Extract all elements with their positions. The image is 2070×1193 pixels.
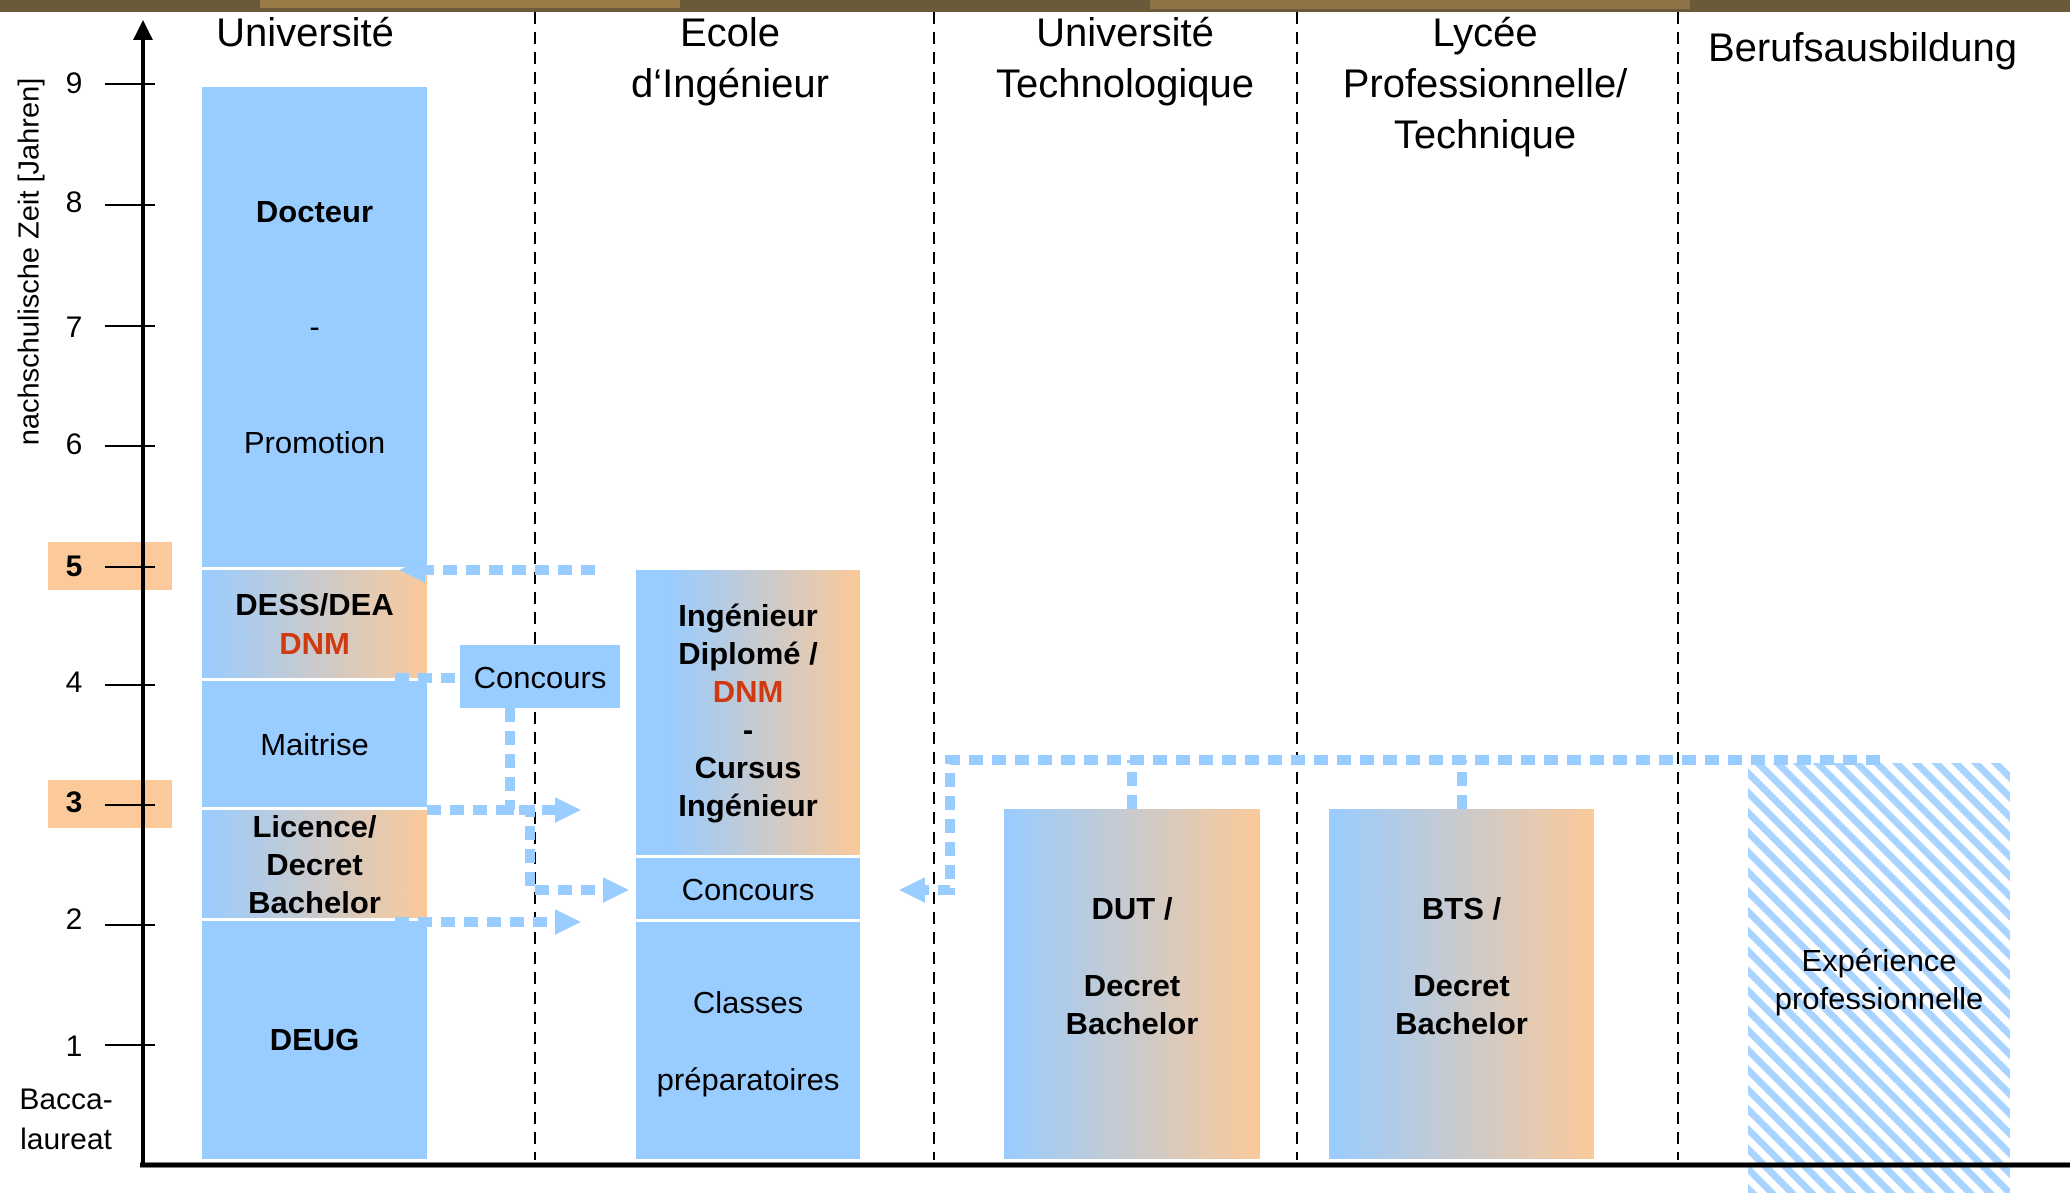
dess-label: DESS/DEA (235, 587, 394, 622)
ingenieur-label: Ingénieur Diplomé / DNM - Cursus Ingénie… (636, 597, 860, 825)
column-header-iut: Université Technologique (960, 8, 1290, 110)
licence-line: Bachelor (248, 885, 381, 920)
classes-box (636, 922, 860, 1159)
ecole-concours-box (636, 858, 860, 919)
column-header-ecole: Ecole d‘Ingénieur (580, 8, 880, 110)
docteur-box (202, 87, 427, 567)
column-header-universite: Université (216, 11, 394, 55)
deug-label: DEUG (269, 1022, 360, 1057)
connector-top-to-ecole-concours (899, 755, 1880, 903)
docteur-dash: - (309, 309, 320, 344)
licence-line: Decret (266, 847, 363, 882)
axes (105, 20, 2070, 1168)
ingenieur-line: Diplomé / (678, 636, 818, 671)
ingenieur-line: Ingénieur (678, 598, 818, 633)
bts-bachelor-label: Bachelor (1395, 1006, 1528, 1041)
column-header-line: Lycée (1432, 11, 1538, 55)
ingenieur-box (636, 570, 860, 855)
ingenieur-dnm-label: DNM (712, 674, 784, 709)
column-header-line: Technologique (996, 62, 1254, 106)
y-tick-label: 8 (65, 186, 83, 219)
y-tick-label-highlighted: 3 (65, 786, 83, 819)
y-tick-label-highlighted: 5 (65, 550, 83, 583)
classes-label: Classes (692, 985, 804, 1020)
bts-decret-label: Decret (1413, 968, 1510, 1003)
top-photo-strip-light (1150, 0, 1690, 9)
dut-bachelor-label: Bachelor (1065, 1006, 1199, 1041)
y-tick-label: 7 (65, 311, 83, 344)
cursus-line: Ingénieur (678, 788, 818, 823)
y-tick-label: 9 (65, 67, 83, 100)
licence-line: Licence/ (252, 809, 377, 844)
concours-box (460, 645, 620, 708)
ecole-concours-label: Concours (681, 872, 815, 907)
y-tick-label: 4 (65, 666, 83, 699)
docteur-label: Docteur (255, 194, 374, 229)
licence-label: Licence/ Decret Bachelor (202, 808, 427, 922)
dess-dnm-label: DNM (279, 626, 350, 661)
baccalaureat-label: Bacca- laureat (6, 1080, 126, 1160)
baccalaureat-line: Bacca- (19, 1083, 113, 1116)
top-photo-strip-light (260, 0, 680, 8)
column-header-lycee: Lycée Professionnelle/ Technique (1305, 8, 1665, 161)
ingenieur-dash: - (742, 712, 754, 747)
y-tick-label: 2 (65, 903, 83, 936)
licence-box (202, 810, 427, 918)
dut-decret-label: Decret (1083, 968, 1181, 1003)
cursus-line: Cursus (694, 750, 802, 785)
concours-label: Concours (473, 660, 607, 695)
experience-line: Expérience (1801, 943, 1957, 978)
column-header-beruf: Berufsausbildung (1707, 26, 2018, 70)
column-header-line: d‘Ingénieur (631, 62, 829, 106)
promotion-label: Promotion (243, 425, 386, 460)
y-axis-label: nachschulische Zeit [Jahren] (13, 77, 46, 446)
maitrise-box (202, 681, 427, 807)
y-axis-ticks (105, 83, 155, 1046)
dess-box (202, 570, 427, 678)
column-header-line: Technique (1393, 113, 1577, 157)
experience-line: professionnelle (1774, 981, 1984, 1016)
connectors (395, 557, 1880, 935)
dut-box (1004, 809, 1260, 1159)
deug-box (202, 921, 427, 1159)
column-header-line: Professionnelle/ (1342, 62, 1628, 106)
column-header-line: Université (1036, 11, 1214, 55)
connector-concours-to-ecole (505, 708, 629, 903)
bts-label: BTS / (1421, 891, 1502, 926)
bts-box (1329, 809, 1594, 1159)
y-tick-label: 1 (65, 1030, 83, 1063)
column-header-line: Ecole (679, 11, 781, 55)
experience-box (1748, 763, 2010, 1193)
y-tick-label: 6 (65, 428, 83, 461)
baccalaureat-line: laureat (20, 1123, 112, 1156)
dut-label: DUT / (1091, 891, 1173, 926)
experience-label: Expérience professionnelle (1748, 942, 2010, 1018)
preparatoires-label: préparatoires (656, 1062, 840, 1097)
column-separators (534, 12, 1679, 1160)
maitrise-label: Maitrise (260, 727, 369, 762)
